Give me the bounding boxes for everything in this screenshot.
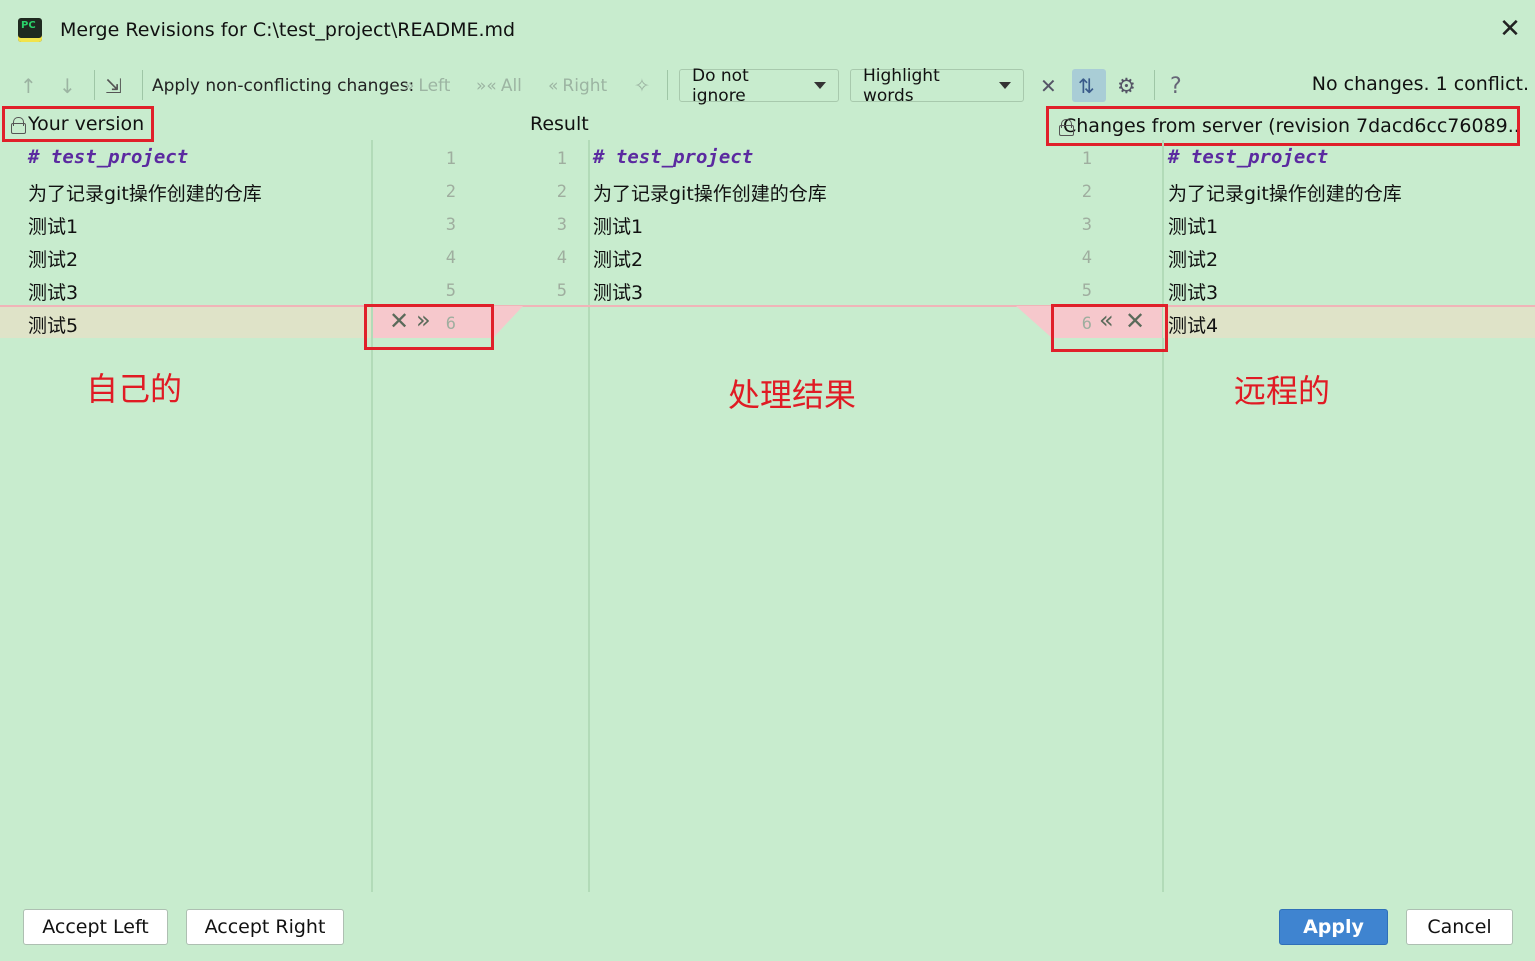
toolbar-separator	[667, 70, 668, 100]
conflict-gutter-right	[1052, 306, 1162, 338]
left-line-number: 3	[445, 215, 456, 235]
right-pane-header: Changes from server (revision 7dacd6cc76…	[1046, 106, 1520, 146]
apply-non-conflicting-label: Apply non-conflicting changes:	[152, 76, 415, 96]
annotation-right: 远程的	[1234, 372, 1331, 410]
apply-left-label: Left	[418, 76, 451, 96]
cancel-button[interactable]: Cancel	[1406, 909, 1513, 945]
right-line-2: 为了记录git操作创建的仓库	[1168, 183, 1402, 205]
right-line-5: 测试3	[1168, 282, 1219, 304]
conflict-marker-line	[0, 305, 1535, 307]
apply-all-label: All	[500, 76, 522, 96]
gear-icon[interactable]: ⚙	[1117, 74, 1136, 98]
left-line-1: # test_project	[28, 146, 188, 168]
conflict-connector-left	[493, 306, 523, 338]
apply-right-label: Right	[562, 76, 608, 96]
conflict-band-right	[1163, 306, 1535, 338]
apply-left-button[interactable]: »Left	[404, 76, 451, 96]
lock-icon	[11, 116, 26, 134]
arrow-up-icon[interactable]: ↑	[20, 74, 37, 98]
right-line-1: # test_project	[1168, 146, 1328, 168]
chevron-down-icon	[999, 82, 1011, 89]
center-line-number: 3	[556, 215, 567, 235]
right-line-3: 测试1	[1168, 216, 1219, 238]
right-line-1-text: # test_project	[1168, 146, 1329, 168]
center-line-number: 1	[556, 149, 567, 169]
accept-left-button[interactable]: Accept Left	[23, 909, 168, 945]
left-line-number: 4	[445, 248, 456, 268]
center-line-3: 测试1	[593, 216, 644, 238]
chevron-down-icon	[814, 82, 826, 89]
reject-icon[interactable]: ✕	[1125, 307, 1146, 335]
sync-scroll-toggle[interactable]	[1072, 69, 1106, 102]
ignore-select-value: Do not ignore	[692, 65, 749, 106]
collapse-icon[interactable]: ⇲	[105, 74, 122, 98]
right-line-number: 1	[1081, 149, 1092, 169]
right-line-number: 5	[1081, 281, 1092, 301]
right-line-number: 3	[1081, 215, 1092, 235]
right-line-number: 2	[1081, 182, 1092, 202]
toolbar-separator	[94, 70, 95, 100]
window-title: Merge Revisions for C:\test_project\READ…	[60, 19, 516, 41]
left-conflict-controls	[364, 304, 494, 350]
apply-arrow-icon[interactable]: »	[416, 306, 431, 334]
left-line-1-text: # test_project	[28, 146, 189, 168]
conflict-gutter-left	[373, 306, 493, 338]
pane-divider	[588, 140, 590, 892]
left-line-4: 测试2	[28, 249, 79, 271]
close-icon[interactable]: ✕	[1499, 14, 1521, 44]
apply-all-button[interactable]: »«All	[476, 76, 522, 96]
annotation-left: 自己的	[86, 370, 183, 408]
accept-right-button[interactable]: Accept Right	[186, 909, 344, 945]
toolbar-separator	[1154, 70, 1155, 100]
apply-arrow-icon[interactable]: «	[1099, 306, 1114, 334]
ignore-select[interactable]: Do not ignore	[679, 66, 839, 106]
left-pane-header: Your version	[2, 106, 154, 142]
left-line-number: 1	[445, 149, 456, 169]
help-icon[interactable]: ?	[1170, 73, 1182, 99]
reject-icon[interactable]: ✕	[389, 307, 410, 335]
sync-scroll-icon: ⇅	[1078, 74, 1095, 98]
center-pane-title: Result	[530, 113, 589, 135]
right-pane-title: Changes from server (revision 7dacd6cc76…	[1063, 115, 1520, 137]
left-line-6: 测试5	[28, 315, 79, 337]
apply-button[interactable]: Apply	[1279, 909, 1388, 945]
right-line-4: 测试2	[1168, 249, 1219, 271]
collapse-all-icon[interactable]: ✕	[1040, 74, 1057, 98]
left-pane-title: Your version	[28, 113, 145, 135]
arrow-down-icon[interactable]: ↓	[59, 74, 76, 98]
center-line-4: 测试2	[593, 249, 644, 271]
center-line-number: 5	[556, 281, 567, 301]
annotation-center: 处理结果	[728, 376, 857, 414]
center-line-number: 2	[556, 182, 567, 202]
pane-divider	[1162, 140, 1164, 892]
conflict-connector-right	[1016, 306, 1052, 338]
right-line-number: 4	[1081, 248, 1092, 268]
center-line-5: 测试3	[593, 282, 644, 304]
left-line-number: 5	[445, 281, 456, 301]
left-line-2: 为了记录git操作创建的仓库	[28, 183, 262, 205]
right-conflict-controls	[1051, 304, 1168, 352]
left-line-number: 2	[445, 182, 456, 202]
highlight-select[interactable]: Highlight words	[850, 66, 1024, 106]
right-line-number: 6	[1081, 314, 1092, 334]
left-line-5: 测试3	[28, 282, 79, 304]
center-line-1: # test_project	[593, 146, 753, 168]
highlight-select-value: Highlight words	[863, 65, 940, 106]
center-line-number: 4	[556, 248, 567, 268]
toolbar-separator	[142, 70, 143, 100]
center-line-1-text: # test_project	[593, 146, 754, 168]
left-line-number: 6	[445, 314, 456, 334]
apply-right-button[interactable]: «Right	[548, 76, 608, 96]
conflict-band-left	[0, 306, 371, 338]
left-line-3: 测试1	[28, 216, 79, 238]
right-line-6: 测试4	[1168, 315, 1219, 337]
app-logo-icon: PC	[18, 18, 42, 42]
magic-wand-icon[interactable]: ✧	[634, 75, 650, 97]
center-line-2: 为了记录git操作创建的仓库	[593, 183, 827, 205]
pane-divider	[371, 140, 373, 892]
merge-status: No changes. 1 conflict.	[1311, 73, 1529, 95]
